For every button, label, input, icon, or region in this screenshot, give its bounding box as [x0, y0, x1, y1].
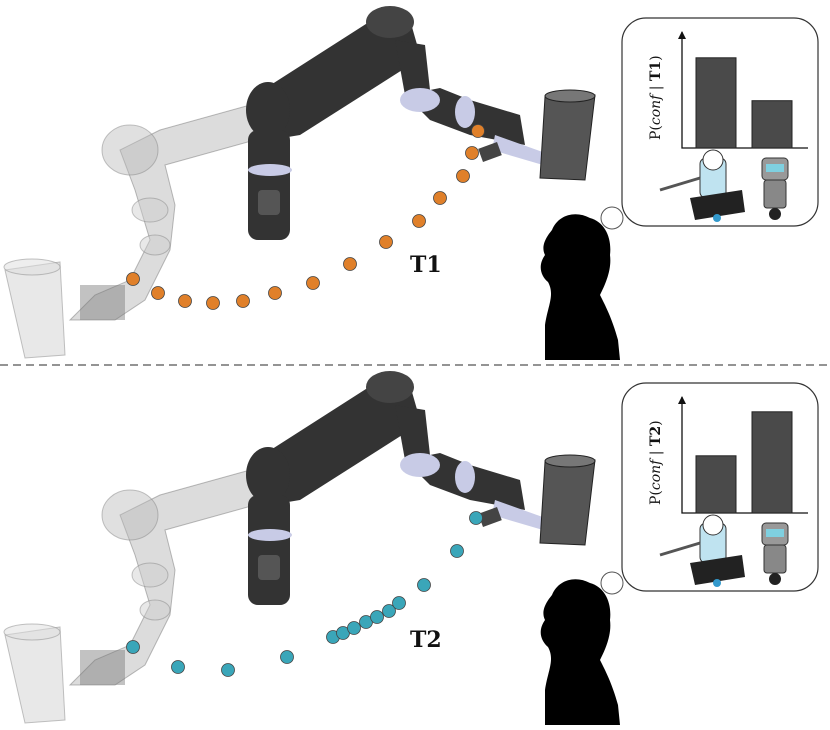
trajectory-dot: [206, 296, 220, 310]
trajectory-dot: [456, 169, 470, 183]
axis-label-t2: P(conf | T2): [648, 420, 664, 505]
trial-label-t2: T2: [410, 627, 442, 653]
trajectory-dot: [343, 257, 357, 271]
chart-bar: [695, 455, 737, 514]
panel-bottom: T2 P(conf | T2): [3, 370, 819, 725]
trajectory-dot: [392, 596, 406, 610]
panel-top: T1 P(conf | T1): [3, 5, 819, 360]
trajectory-dot: [126, 272, 140, 286]
y-axis-arrow: [678, 31, 686, 39]
robot-arm-goal: [245, 5, 596, 241]
humanoid-robot-icon: [761, 522, 789, 585]
axis-label-t1: P(conf | T1): [648, 55, 664, 140]
trajectory-dot: [151, 286, 165, 300]
cleaning-robot-icon: [659, 514, 745, 587]
trajectory-dot: [412, 214, 426, 228]
trajectory-dot: [347, 621, 361, 635]
trajectory-dot: [382, 604, 396, 618]
trajectory-dot: [370, 610, 384, 624]
trajectory-dots-t2: [126, 511, 483, 677]
thought-bubble-icon: [600, 206, 624, 230]
belief-chart-t1: P(conf | T1): [621, 17, 819, 227]
trajectory-dot: [171, 660, 185, 674]
trajectory-dot: [280, 650, 294, 664]
humanoid-robot-icon: [761, 157, 789, 220]
trajectory-dot: [469, 511, 483, 525]
human-head-silhouette-icon: [540, 579, 620, 725]
human-head-silhouette-icon: [540, 214, 620, 360]
trajectory-dot: [306, 276, 320, 290]
trajectory-dot: [433, 191, 447, 205]
trajectory-dot: [417, 578, 431, 592]
chart-bar: [751, 100, 793, 149]
y-axis-arrow: [678, 396, 686, 404]
ghost-robot-arm-start: [3, 104, 256, 359]
cleaning-robot-icon: [659, 149, 745, 222]
chart-bar: [695, 57, 737, 149]
trajectory-dot: [450, 544, 464, 558]
trajectory-dot: [126, 640, 140, 654]
trajectory-dot: [471, 124, 485, 138]
trajectory-dot: [268, 286, 282, 300]
trajectory-dot: [379, 235, 393, 249]
thought-bubble-icon: [600, 571, 624, 595]
robot-arm-goal: [245, 370, 596, 606]
trajectory-dot: [178, 294, 192, 308]
chart-bar: [751, 411, 793, 514]
trajectory-dots-t1: [126, 124, 485, 310]
trial-label-t1: T1: [410, 252, 442, 278]
ghost-robot-arm-start: [3, 469, 256, 724]
belief-chart-t2: P(conf | T2): [621, 382, 819, 592]
trajectory-dot: [465, 146, 479, 160]
trajectory-dot: [236, 294, 250, 308]
trajectory-dot: [221, 663, 235, 677]
